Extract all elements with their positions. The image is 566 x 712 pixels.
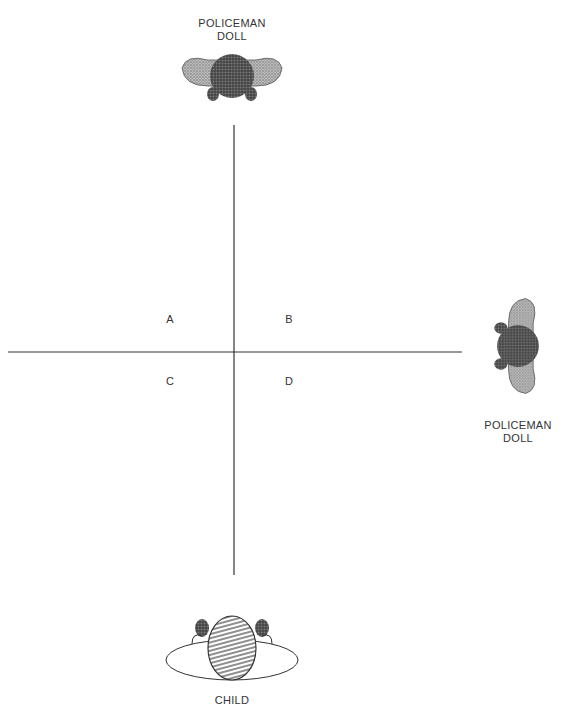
quadrant-letter: D	[279, 375, 299, 388]
figure-label: POLICEMAN DOLL	[478, 419, 558, 445]
figure-label: POLICEMAN DOLL	[192, 17, 272, 43]
quadrant-letter: C	[160, 375, 180, 388]
policeman-doll-figure	[494, 299, 539, 394]
quadrant-letter: B	[279, 313, 299, 326]
figure-label: CHILD	[192, 694, 272, 707]
child-figure	[166, 616, 298, 680]
horizontal-axis	[8, 351, 462, 352]
quadrant-letter: A	[160, 313, 180, 326]
policeman-doll-figure	[182, 54, 282, 101]
vertical-axis	[233, 125, 234, 575]
